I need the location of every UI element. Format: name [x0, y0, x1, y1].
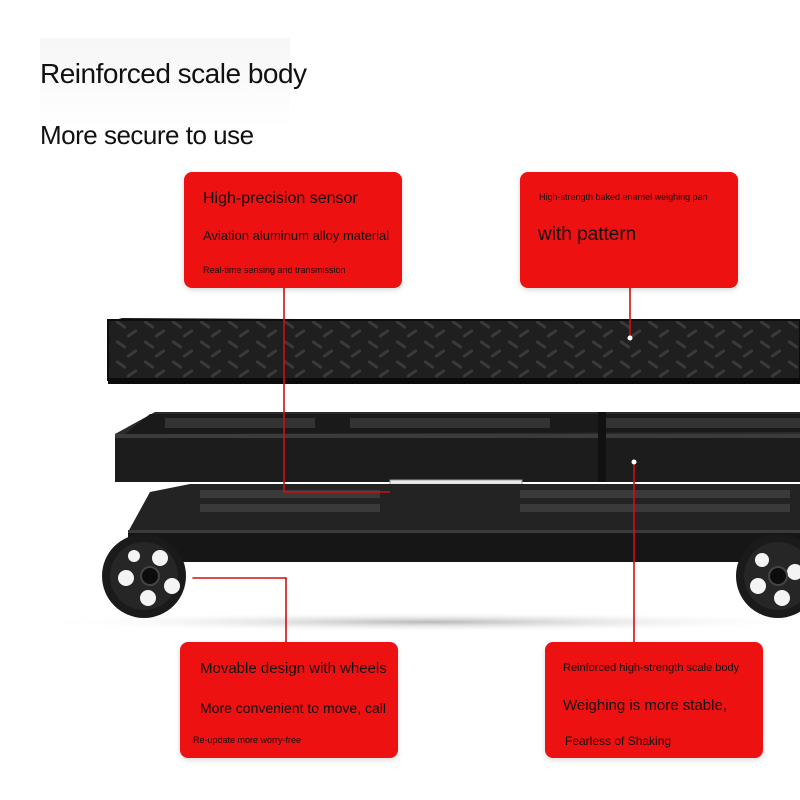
callout-sensor: High-precision sensor Aviation aluminum … — [184, 172, 402, 288]
headline-title: Reinforced scale body — [40, 58, 307, 89]
pan-callout-line1: High-strength baked enamel weighing pan — [539, 192, 708, 202]
sensor-callout-line3: Real-time sensing and transmission — [203, 265, 346, 275]
pan-callout-line2: with pattern — [538, 224, 637, 245]
upper-frame — [115, 412, 800, 482]
right-wheel — [736, 534, 800, 618]
callout-weighing-pan: High-strength baked enamel weighing pan … — [520, 172, 738, 288]
weighing-pan — [107, 318, 800, 384]
pointer-lines — [190, 282, 635, 642]
callout-scale-body: Reinforced high-strength scale body Weig… — [545, 642, 763, 758]
headline-subtitle: More secure to use — [40, 120, 254, 150]
body-pointer-dot — [631, 459, 637, 465]
faded-background-text — [40, 38, 290, 128]
wheel-pointer-line — [190, 577, 287, 642]
wheel-pointer-dot — [187, 575, 193, 581]
wheels-callout-line2: More convenient to move, call — [200, 700, 386, 716]
sensor-callout-line2: Aviation aluminum alloy material — [203, 228, 390, 243]
body-callout-line2: Weighing is more stable, — [563, 697, 727, 714]
sensor-callout-line1: High-precision sensor — [203, 190, 358, 207]
wheels-callout-line3: Re-update more worry-free — [193, 735, 302, 745]
wheels-callout-line1: Movable design with wheels — [200, 660, 387, 677]
floor-shadow — [30, 612, 800, 632]
callout-wheels: Movable design with wheels More convenie… — [180, 642, 398, 758]
left-wheel — [102, 534, 186, 618]
sensor-pointer-line — [283, 282, 390, 493]
pan-pointer-dot — [627, 335, 633, 341]
body-callout-line1: Reinforced high-strength scale body — [563, 662, 740, 674]
base-frame — [128, 484, 800, 562]
body-callout-line3: Fearless of Shaking — [565, 734, 672, 748]
